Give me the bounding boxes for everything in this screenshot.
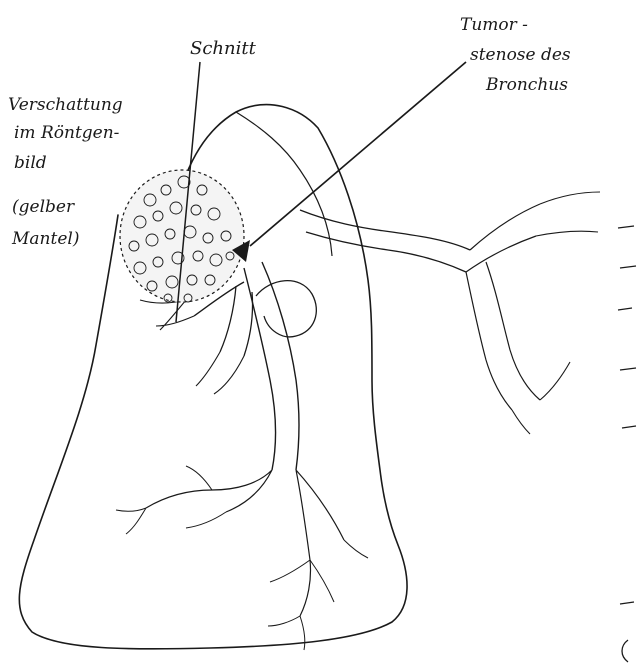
label-tumor-line3: Bronchus (485, 75, 568, 95)
tumor-shadow (120, 170, 244, 302)
main-bronchus-left (244, 268, 276, 470)
right-bronchus-3 (512, 192, 600, 434)
label-tumor-line1: Tumor - (460, 15, 528, 35)
edge-marks (618, 226, 636, 604)
label-shadow-line4: (gelber (12, 197, 75, 217)
lower-bronchus-left (146, 470, 272, 512)
edge-bracket (622, 640, 628, 662)
tumor-pointer-line (250, 62, 466, 246)
pleura-line (236, 112, 332, 256)
label-shadow-line2: im Röntgen- (14, 123, 120, 143)
label-schnitt: Schnitt (190, 38, 257, 59)
right-bronchus-2 (466, 262, 540, 410)
lower-twigs (116, 466, 368, 650)
upper-branches (140, 300, 244, 394)
middle-lobe-loop (256, 281, 316, 337)
label-shadow-line1: Verschattung (8, 95, 123, 115)
label-shadow-line3: bild (14, 153, 47, 173)
label-shadow-line5: Mantel) (11, 229, 79, 249)
trachea-upper (300, 210, 470, 250)
right-bronchus-1 (466, 204, 540, 272)
lower-bronchus-right (296, 470, 344, 616)
label-tumor-line2: stenose des (470, 45, 571, 65)
